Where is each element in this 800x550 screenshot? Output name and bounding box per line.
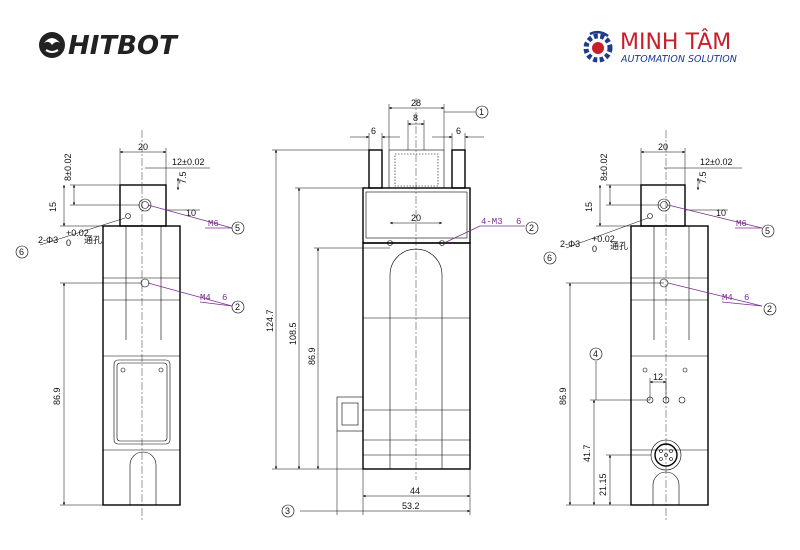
minhtam-wordmark: MINH TÂM	[620, 29, 731, 55]
dim-right-15: 15	[584, 202, 594, 212]
dim-mid-6a: 6	[371, 126, 376, 136]
dim-left-15: 15	[48, 202, 58, 212]
dim-mid-108: 108.5	[288, 322, 298, 345]
hitbot-wordmark: HITBOT	[68, 31, 179, 61]
dim-right-12: 12	[653, 372, 663, 382]
dim-right-21: 21.15	[598, 473, 608, 496]
dim-mid-124: 124.7	[265, 309, 275, 332]
note-right-depth: 6	[744, 293, 749, 303]
dim-right-offset-8: 8±0.02	[599, 154, 609, 181]
balloon-mid-1: 1	[479, 107, 484, 117]
balloon-left-2: 2	[235, 302, 240, 312]
hitbot-logo: HITBOT	[39, 31, 179, 61]
note-right-pin: 2-Φ3	[560, 239, 580, 249]
note-left-pin-tol: +0.02	[66, 228, 89, 238]
minhtam-tagline: AUTOMATION SOLUTION	[620, 54, 737, 65]
left-view: 20 12±0.02 8±0.02 15 7.5 10 86.9 M6 5 M4…	[15, 130, 245, 520]
balloon-left-6: 6	[19, 247, 24, 257]
balloon-mid-2: 2	[529, 223, 534, 233]
balloon-right-4: 4	[593, 349, 598, 359]
dim-right-86: 86.9	[558, 387, 568, 405]
note-right-pin-suffix: 通孔	[610, 241, 628, 251]
note-left-pin-tol0: 0	[66, 238, 71, 248]
dim-mid-8: 8	[413, 113, 418, 123]
note-left-m4: M4	[200, 293, 211, 303]
dim-left-offset-12: 12±0.02	[172, 157, 204, 167]
note-left-pin-suffix: 通孔	[84, 235, 102, 245]
note-mid-m3: 4-M3	[481, 217, 503, 227]
balloon-right-5: 5	[765, 226, 770, 236]
dim-left-offset-8: 8±0.02	[63, 154, 73, 181]
note-left-pin: 2-Φ3	[38, 235, 58, 245]
dim-left-7-5: 7.5	[178, 171, 188, 184]
dim-mid-53: 53.2	[402, 501, 420, 511]
minhtam-logo: MINH TÂM AUTOMATION SOLUTION	[583, 29, 737, 65]
dim-mid-20: 20	[411, 213, 421, 223]
balloon-right-6: 6	[547, 253, 552, 263]
dim-right-41: 41.7	[582, 444, 592, 462]
dim-right-10: 10	[716, 208, 726, 218]
balloon-left-5: 5	[235, 223, 240, 233]
note-left-m6: M6	[208, 219, 219, 229]
balloon-right-2: 2	[767, 304, 772, 314]
note-mid-depth: 6	[516, 217, 521, 227]
dim-mid-28: 28	[411, 98, 421, 108]
dim-mid-86: 86.9	[307, 347, 317, 365]
dim-mid-6b: 6	[456, 126, 461, 136]
note-right-pin-tol: +0.02	[592, 234, 615, 244]
dim-right-offset-12: 12±0.02	[700, 157, 732, 167]
note-right-m4: M4	[722, 293, 733, 303]
gear-icon	[583, 30, 613, 63]
balloon-mid-3: 3	[285, 506, 290, 516]
note-right-m6: M6	[736, 219, 747, 229]
hitbot-emblem-icon	[39, 32, 65, 58]
note-right-pin-tol0: 0	[592, 244, 597, 254]
dim-right-7-5: 7.5	[698, 171, 708, 184]
dim-left-10: 10	[186, 208, 196, 218]
dim-left-top-width: 20	[138, 142, 148, 152]
dim-mid-44: 44	[410, 486, 420, 496]
note-left-depth: 6	[222, 293, 227, 303]
middle-view: 28 8 6 6 1 20 4-M3 6 2 124.7 108.5	[265, 98, 539, 518]
dim-left-height: 86.9	[52, 387, 62, 405]
dim-right-top-width: 20	[658, 142, 668, 152]
right-view: 20 12±0.02 8±0.02 15 7.5 10 86.9 41.7 21…	[543, 130, 777, 520]
